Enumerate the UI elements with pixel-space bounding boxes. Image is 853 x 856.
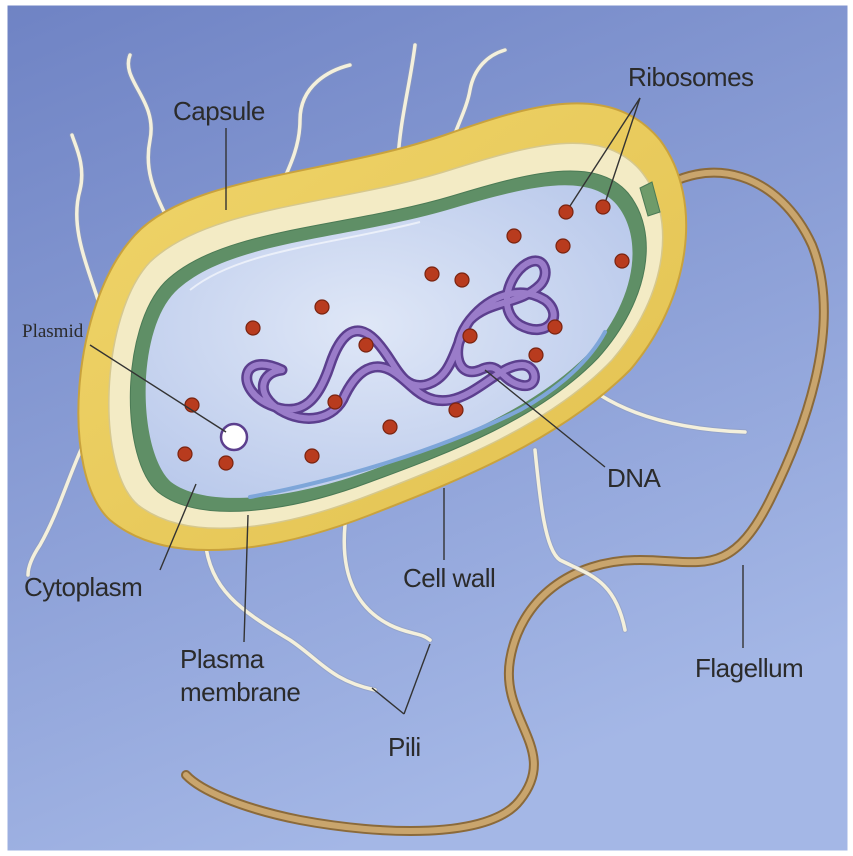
ribosome (359, 338, 373, 352)
ribosome (315, 300, 329, 314)
ribosome (548, 320, 562, 334)
ribosome (449, 403, 463, 417)
label-plasma-membrane-line1: Plasma (180, 644, 265, 674)
ribosome (529, 348, 543, 362)
ribosome (615, 254, 629, 268)
ribosome (463, 329, 477, 343)
ribosome (425, 267, 439, 281)
label-capsule: Capsule (173, 96, 265, 126)
ribosome (305, 449, 319, 463)
label-flagellum: Flagellum (695, 653, 803, 683)
plasmid (221, 424, 247, 450)
ribosome (596, 200, 610, 214)
label-cytoplasm: Cytoplasm (24, 572, 142, 602)
ribosome (328, 395, 342, 409)
ribosome (559, 205, 573, 219)
label-plasma-membrane-line2: membrane (180, 677, 300, 707)
ribosome (507, 229, 521, 243)
label-cell-wall: Cell wall (403, 563, 495, 593)
ribosome (383, 420, 397, 434)
ribosome (219, 456, 233, 470)
ribosome (246, 321, 260, 335)
ribosome (455, 273, 469, 287)
label-ribosomes: Ribosomes (628, 62, 754, 92)
label-pili: Pili (388, 732, 421, 762)
ribosome (556, 239, 570, 253)
label-plasmid: Plasmid (22, 321, 84, 342)
label-dna: DNA (607, 463, 662, 493)
ribosome (178, 447, 192, 461)
